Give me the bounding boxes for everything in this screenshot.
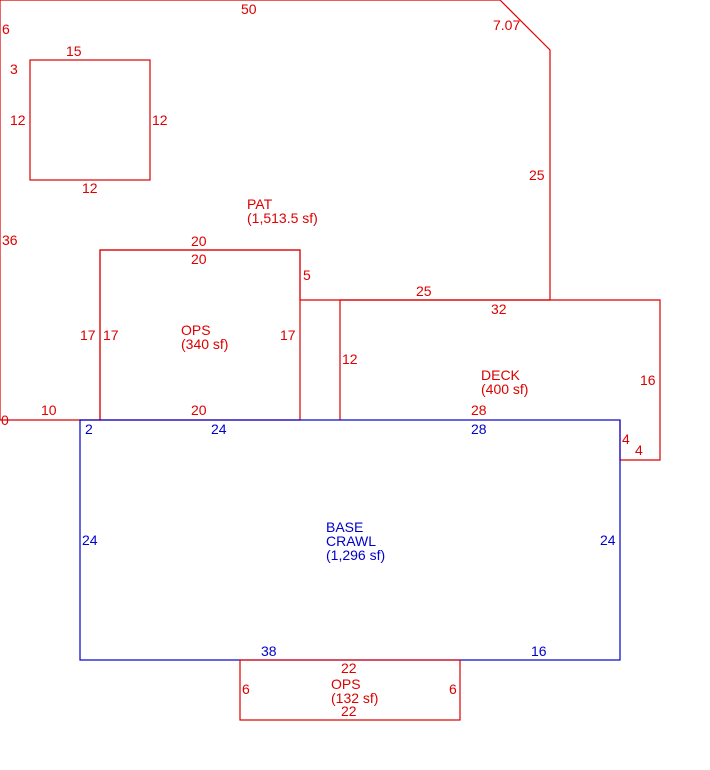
dim-base-bottom-right: 16	[531, 643, 547, 659]
dim-base-top-left: 2	[85, 421, 93, 437]
dim-cut-bottom: 12	[82, 180, 98, 196]
dim-ops-left-inner: 17	[103, 327, 119, 343]
dim-cut-left: 12	[10, 112, 26, 128]
dim-base-top-mid: 24	[211, 421, 227, 437]
dim-base-top-right: 28	[471, 421, 487, 437]
dim-pat-bottom-right: 25	[416, 283, 432, 299]
dim-pat-left: 36	[2, 232, 18, 248]
dim-pat-top: 50	[241, 1, 257, 17]
dim-ops-top-outer: 20	[191, 233, 207, 249]
dim-ops2-top: 22	[341, 660, 357, 676]
dim-pat-chamfer: 7.07	[493, 17, 520, 33]
area-ops-upper-name: OPS	[181, 322, 211, 338]
dim-deck-left: 12	[342, 351, 358, 367]
area-deck-size: (400 sf)	[481, 381, 528, 397]
dim-ops2-bottom: 22	[341, 703, 357, 719]
dim-deck-right: 16	[640, 372, 656, 388]
dim-deck-bottom: 28	[471, 402, 487, 418]
pat-cutout-outline	[29, 59, 151, 181]
dim-ops-bottom: 20	[191, 402, 207, 418]
dim-pat-step: 5	[303, 267, 311, 283]
dim-pat-right: 25	[529, 167, 545, 183]
dim-pat-bottom-left: 10	[41, 402, 57, 418]
dim-deck-notch-h: 4	[635, 442, 643, 458]
area-base-name2: CRAWL	[326, 533, 376, 549]
dim-base-right: 24	[600, 532, 616, 548]
dim-cut-offset: 3	[10, 61, 18, 77]
dim-base-bottom-left: 38	[261, 643, 277, 659]
dim-ops2-left: 6	[242, 681, 250, 697]
dim-deck-notch-v: 4	[622, 431, 630, 447]
dim-pat-left-top: 6	[2, 21, 10, 37]
dim-ops2-right: 6	[449, 681, 457, 697]
dim-deck-top: 32	[491, 301, 507, 317]
area-base-name1: BASE	[326, 519, 363, 535]
ops-lower-outline	[239, 659, 461, 721]
dim-ops-right: 17	[280, 327, 296, 343]
area-base-size: (1,296 sf)	[326, 547, 385, 563]
area-ops-lower-name: OPS	[331, 676, 361, 692]
dim-base-left: 24	[82, 532, 98, 548]
dim-ops-left-outer: 17	[80, 327, 96, 343]
dim-pat-corner: 0	[1, 412, 9, 428]
dim-ops-top-inner: 20	[191, 251, 207, 267]
area-ops-upper-size: (340 sf)	[181, 336, 228, 352]
area-ops-lower-size: (132 sf)	[331, 690, 378, 706]
area-pat-size: (1,513.5 sf)	[247, 210, 318, 226]
dim-cut-right: 12	[152, 112, 168, 128]
area-deck-name: DECK	[481, 367, 521, 383]
dim-cut-top: 15	[66, 43, 82, 59]
area-pat-name: PAT	[247, 196, 273, 212]
